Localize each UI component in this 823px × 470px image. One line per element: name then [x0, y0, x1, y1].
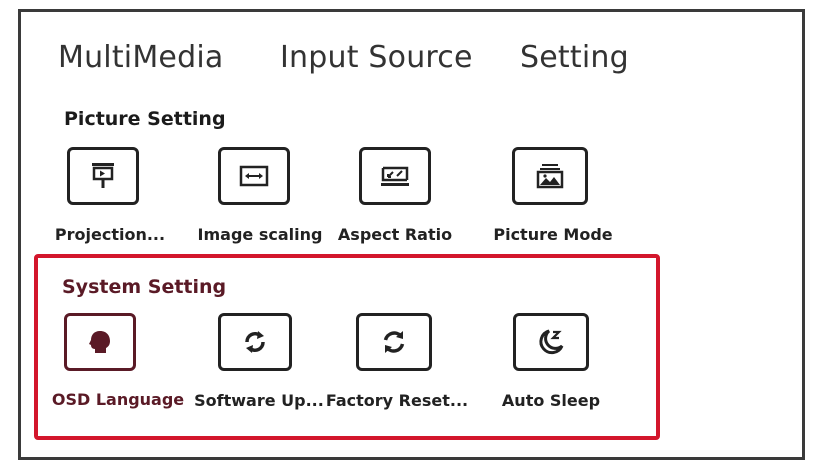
projection-item[interactable]: Projection... — [31, 147, 181, 247]
settings-window — [18, 9, 805, 460]
factory-reset-item[interactable]: Factory Reset... — [320, 313, 470, 413]
system-setting-highlight — [34, 254, 660, 440]
software-update-icon — [245, 331, 265, 353]
image-scaling-button[interactable] — [218, 147, 290, 205]
aspect-ratio-label: Aspect Ratio — [337, 225, 453, 244]
projection-icon — [92, 163, 114, 188]
picture-mode-button[interactable] — [512, 147, 588, 205]
auto-sleep-label: Auto Sleep — [501, 391, 601, 410]
projection-label: Projection... — [54, 225, 166, 244]
auto-sleep-item[interactable]: Auto Sleep — [485, 313, 635, 413]
osd-language-button[interactable] — [64, 313, 136, 371]
aspect-ratio-item[interactable]: Aspect Ratio — [320, 147, 470, 247]
software-update-item[interactable]: Software Up... — [184, 313, 334, 413]
picture-mode-icon — [536, 164, 564, 189]
system-setting-title: System Setting — [62, 276, 227, 298]
image-scaling-label: Image scaling — [197, 225, 323, 244]
sleep-moon-icon — [539, 329, 564, 355]
software-update-label: Software Up... — [194, 391, 324, 410]
software-update-button[interactable] — [218, 313, 292, 371]
auto-sleep-button[interactable] — [513, 313, 589, 371]
tab-input-source[interactable]: Input Source — [280, 40, 473, 75]
picture-mode-item[interactable]: Picture Mode — [478, 147, 628, 247]
image-scaling-item[interactable]: Image scaling — [185, 147, 335, 247]
picture-setting-title: Picture Setting — [64, 108, 226, 130]
projection-button[interactable] — [67, 147, 139, 205]
osd-language-label: OSD Language — [51, 390, 185, 409]
picture-mode-label: Picture Mode — [493, 225, 613, 244]
language-head-icon — [89, 331, 110, 353]
aspect-ratio-icon — [381, 166, 409, 186]
factory-reset-label: Factory Reset... — [325, 391, 469, 410]
tab-multimedia[interactable]: MultiMedia — [58, 40, 224, 75]
factory-reset-button[interactable] — [356, 313, 432, 371]
factory-reset-icon — [383, 331, 405, 353]
osd-language-item[interactable]: OSD Language — [28, 313, 184, 413]
aspect-ratio-button[interactable] — [359, 147, 431, 205]
tab-setting[interactable]: Setting — [520, 40, 629, 75]
image-scaling-icon — [239, 165, 269, 187]
